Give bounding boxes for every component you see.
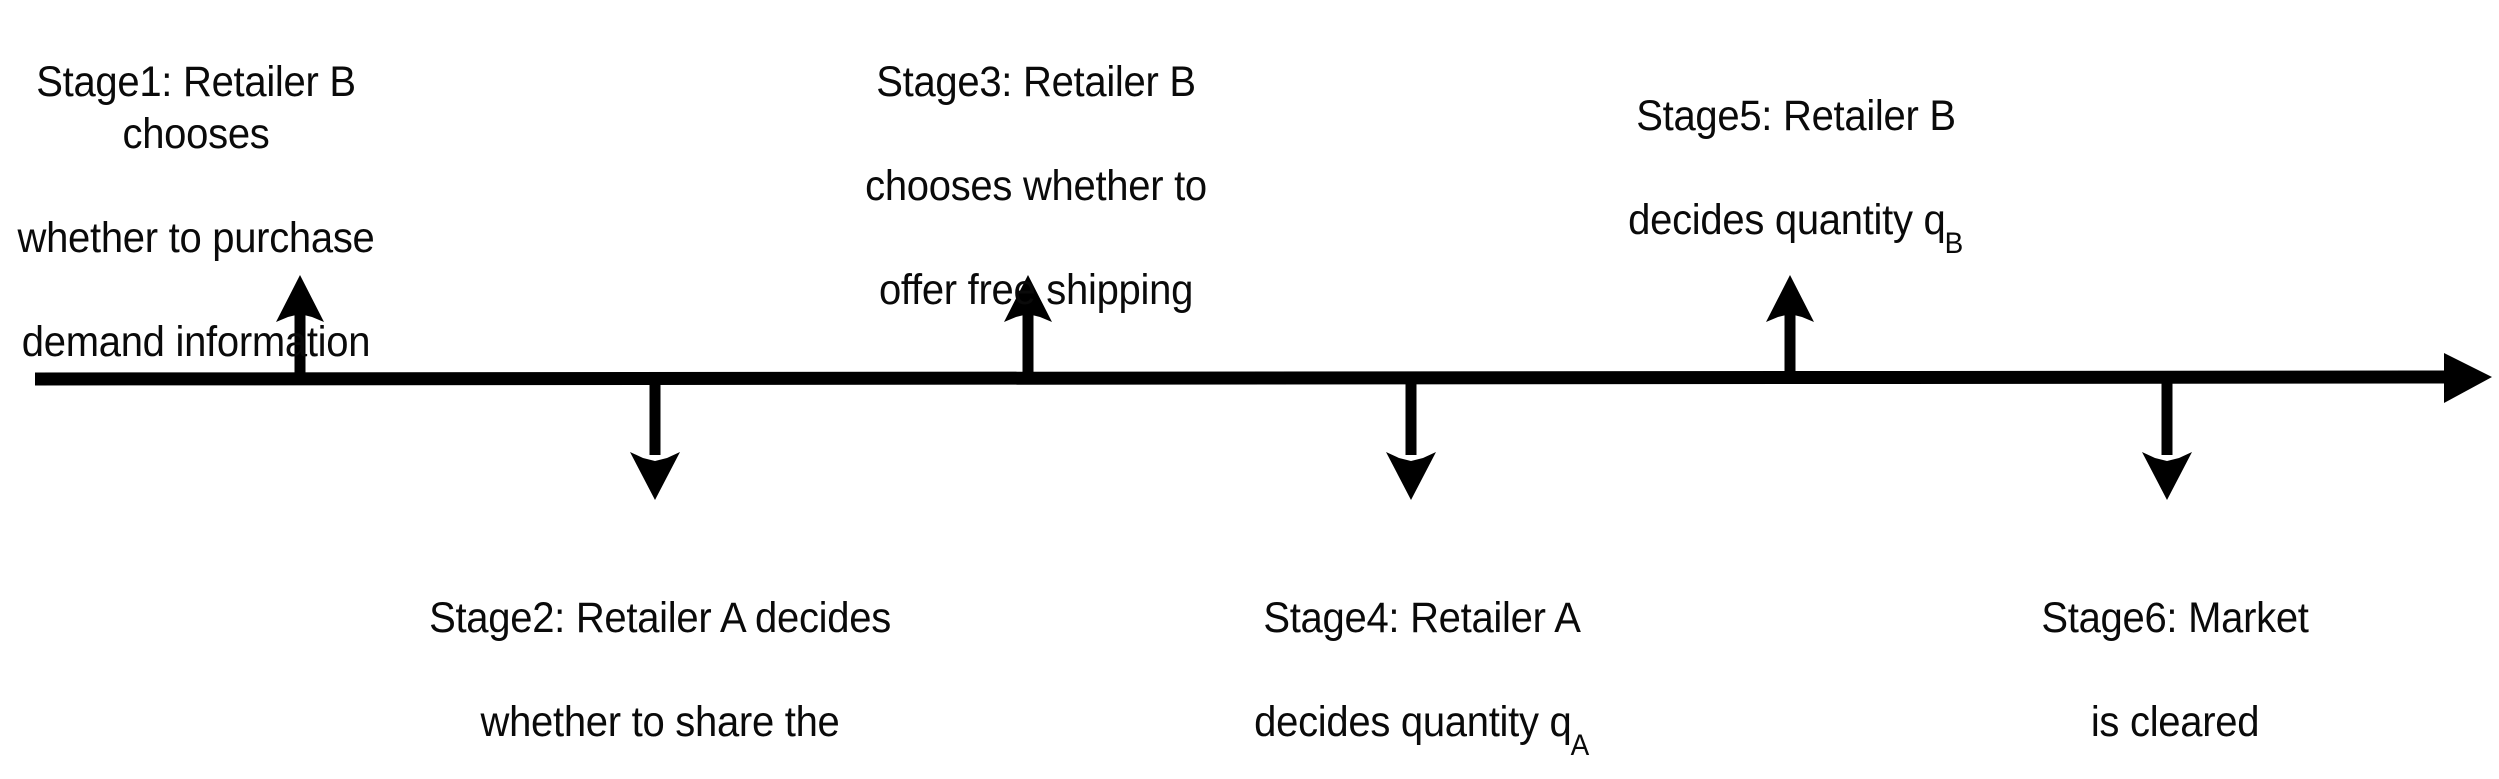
stage5-label-line1: Stage5: Retailer B: [1636, 92, 1956, 140]
stage3-label-line2: chooses whether to: [865, 162, 1207, 210]
stage4-label-line1: Stage4: Retailer A: [1263, 594, 1581, 642]
stage4-down-arrow-icon: [1386, 377, 1436, 500]
axis-arrowhead-icon: [2444, 353, 2492, 403]
time-axis: [34, 353, 2492, 403]
stage4-label-line2-text: decides quantity q: [1254, 698, 1572, 746]
stage4-label-line2: decides quantity qA: [1206, 696, 1638, 760]
stage3-label: Stage3: Retailer B chooses whether to of…: [828, 4, 1245, 368]
stage3-label-line1: Stage3: Retailer B: [876, 58, 1196, 106]
stage5-up-arrow-icon: [1766, 275, 1814, 379]
stage1-label-line3: demand information: [21, 318, 371, 366]
stage5-quantity-subscript: B: [1944, 226, 1964, 260]
stage5-label-line2-text: decides quantity q: [1628, 196, 1946, 244]
stage6-label: Stage6: Market is cleared: [1973, 540, 2377, 779]
stage5-label-line2: decides quantity qB: [1586, 194, 2006, 258]
stage6-label-line2: is cleared: [2090, 698, 2260, 746]
stage1-label-line2: whether to purchase: [17, 214, 375, 262]
stage6-down-arrow-icon: [2142, 377, 2192, 500]
stage2-label-line1: Stage2: Retailer A decides: [429, 594, 891, 642]
stage2-down-arrow-icon: [630, 377, 680, 500]
stage4-quantity-subscript: A: [1570, 728, 1590, 762]
stage5-label: Stage5: Retailer B decides quantity qB: [1586, 38, 2006, 298]
stage1-label-line1: Stage1: Retailer B chooses: [36, 58, 356, 158]
stage2-label-line2: whether to share the: [480, 698, 840, 746]
stage3-up-arrow-icon: [1004, 275, 1052, 379]
stage1-label: Stage1: Retailer B chooses whether to pu…: [14, 4, 379, 420]
stage1-up-arrow-icon: [276, 275, 324, 379]
stage2-label: Stage2: Retailer A decides whether to sh…: [377, 540, 942, 779]
stage6-label-line1: Stage6: Market: [2041, 594, 2309, 642]
stage3-label-line3: offer free shipping: [878, 266, 1194, 314]
stage4-label: Stage4: Retailer A decides quantity qA: [1206, 540, 1638, 779]
